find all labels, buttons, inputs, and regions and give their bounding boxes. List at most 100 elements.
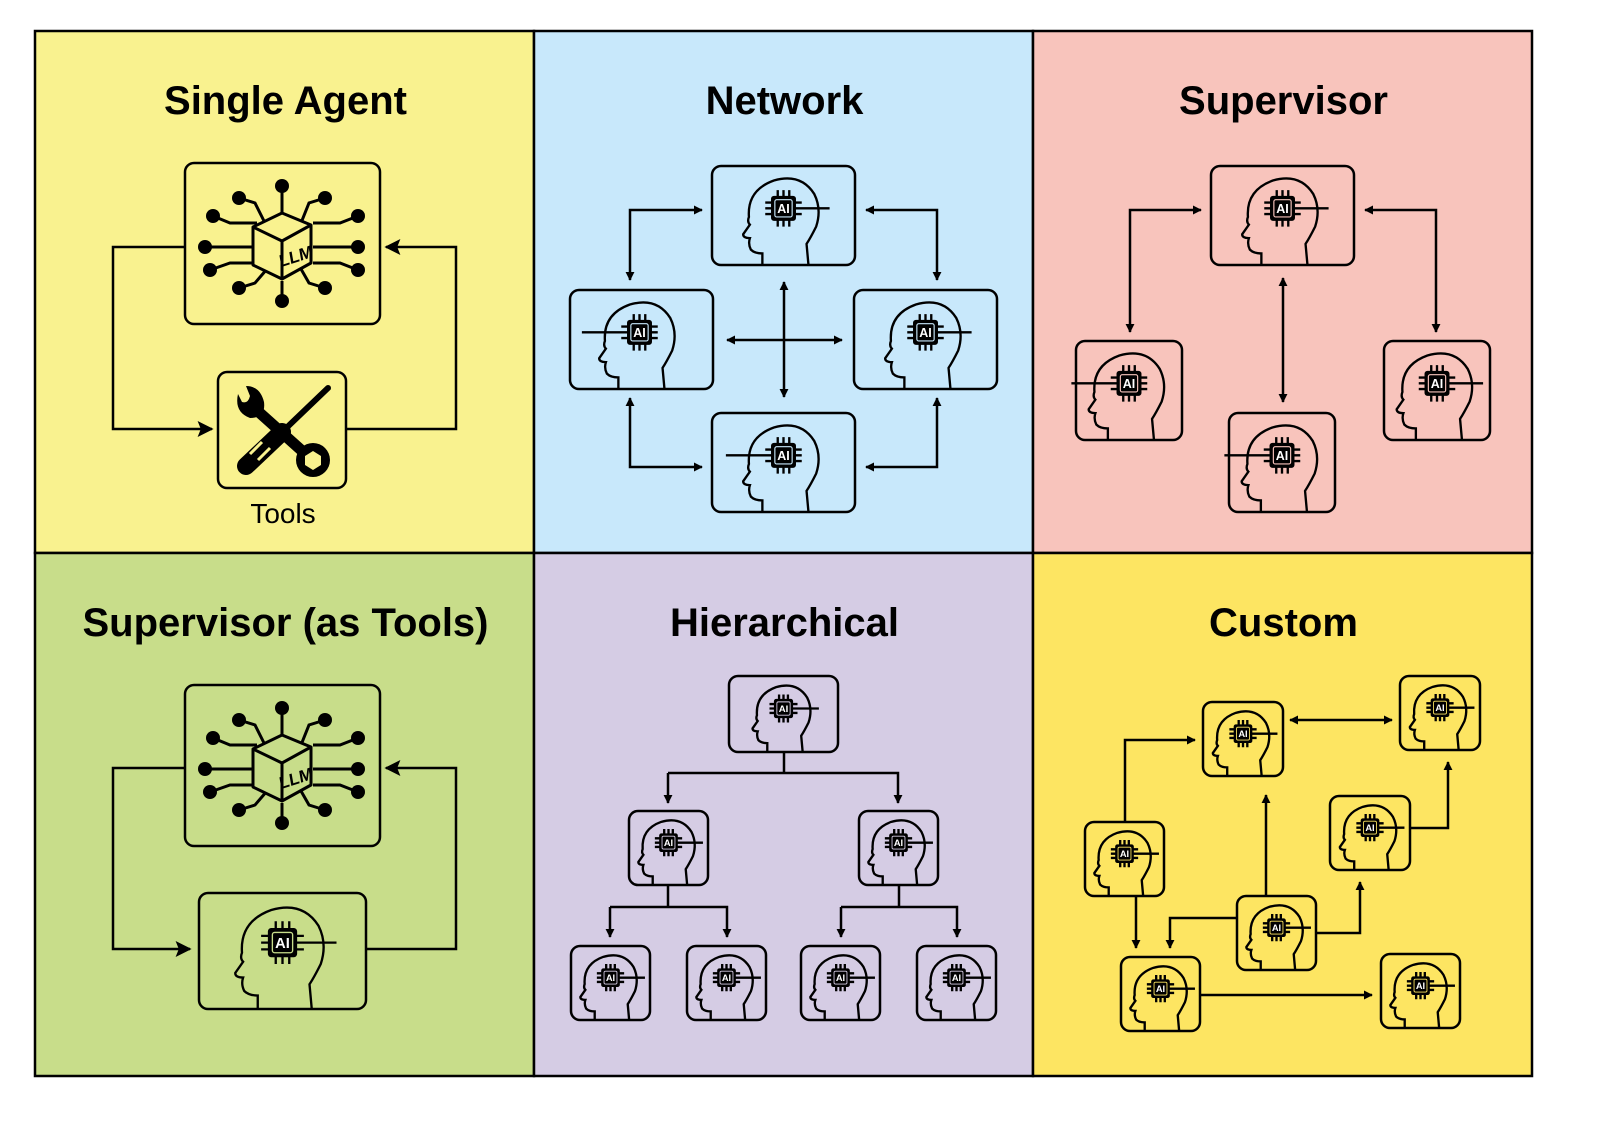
- connector-arrow: [625, 205, 703, 281]
- chip-icon: [771, 442, 796, 468]
- ai-head-icon: AI: [809, 954, 875, 1021]
- supervisor-diagram: AI AI AI AI: [1071, 164, 1492, 514]
- head-outline: [1389, 962, 1448, 1029]
- node-dot: [275, 816, 289, 830]
- node-dot: [351, 240, 365, 254]
- agent-node: AI: [799, 944, 882, 1022]
- tools-label: Tools: [250, 498, 315, 529]
- head-outline: [1240, 177, 1319, 266]
- agent-node: AI: [915, 944, 998, 1022]
- chip-icon: [1267, 918, 1286, 937]
- chip-icon: [1151, 979, 1170, 998]
- chip-pins: [581, 314, 658, 351]
- node-dot: [318, 281, 332, 295]
- ai-head-icon: AI: [1129, 965, 1195, 1032]
- node-dot: [275, 701, 289, 715]
- node-dot: [318, 713, 332, 727]
- agent-node: AI: [1209, 164, 1356, 267]
- node-dot: [206, 209, 220, 223]
- connector-arrow: [1123, 735, 1196, 822]
- chip-label: AI: [1120, 849, 1129, 859]
- chip-pins: [1110, 840, 1159, 868]
- chip-pins: [1071, 365, 1148, 402]
- chip-label: AI: [1156, 984, 1165, 994]
- panel-title: Single Agent: [164, 79, 407, 123]
- chip-label: AI: [275, 936, 290, 952]
- node-dot: [232, 281, 246, 295]
- chip-label: AI: [777, 202, 789, 216]
- head-outline: [1395, 352, 1474, 441]
- ai-head-icon: AI: [1408, 684, 1475, 751]
- connector-arrow: [610, 905, 732, 938]
- panel-title: Network: [706, 79, 865, 123]
- ai-head-icon: AI: [581, 301, 676, 390]
- chip-label: AI: [633, 326, 645, 340]
- chip-pins: [1418, 365, 1484, 402]
- head-outline: [1093, 830, 1152, 897]
- connector-arrow: [346, 239, 458, 431]
- ai-head-icon: AI: [1071, 352, 1166, 441]
- agent-node: AI: [569, 944, 652, 1022]
- chip-icon: [267, 927, 298, 958]
- agent-node: AI: [568, 288, 715, 391]
- node-dot: [318, 191, 332, 205]
- chip-label: AI: [952, 973, 961, 983]
- chip-icon: [1270, 195, 1295, 221]
- ai-head-icon: AI: [1224, 424, 1319, 513]
- chip-pins: [826, 964, 875, 992]
- chip-label: AI: [606, 973, 615, 983]
- ai-head-icon: AI: [925, 954, 991, 1021]
- agent-node: AI: [1071, 339, 1184, 442]
- agent-node: AI: [627, 809, 710, 887]
- chip-icon: [627, 319, 652, 345]
- node-dot: [351, 209, 365, 223]
- panel-title: Supervisor (as Tools): [82, 601, 488, 645]
- head-outline: [809, 954, 868, 1021]
- chip-pins: [261, 921, 337, 964]
- chip-icon: [659, 833, 678, 852]
- llm-node: LLM: [183, 683, 382, 848]
- connector-arrow: [1364, 205, 1441, 333]
- head-outline: [741, 177, 820, 266]
- chip-label: AI: [722, 973, 731, 983]
- chip-label: AI: [836, 973, 845, 983]
- head-outline: [637, 819, 696, 886]
- chip-label: AI: [1276, 449, 1288, 463]
- ai-head-icon: AI: [637, 819, 703, 886]
- ai-head-icon: AI: [867, 819, 933, 886]
- head-outline: [1129, 965, 1188, 1032]
- ai-head-icon: AI: [1240, 177, 1329, 266]
- agent-node: AI: [1398, 674, 1482, 752]
- chip-pins: [1426, 694, 1475, 722]
- hierarchical-diagram: AI AI AI AI AI AI AI: [569, 674, 998, 1022]
- ai-head-icon: AI: [695, 954, 761, 1021]
- head-outline: [1338, 804, 1398, 871]
- ai-head-icon: AI: [751, 684, 819, 753]
- chip-icon: [913, 319, 938, 345]
- chip-label: AI: [1431, 377, 1443, 391]
- connector-arrow: [668, 771, 903, 804]
- node-dot: [203, 785, 217, 799]
- chip-icon: [773, 698, 794, 719]
- ai-head-icon: AI: [725, 424, 820, 513]
- node-dot: [351, 263, 365, 277]
- connector-arrow: [111, 245, 214, 437]
- ai-head-icon: AI: [1093, 830, 1159, 897]
- node-dot: [198, 762, 212, 776]
- agent-node: AI: [857, 809, 940, 887]
- connector-arrow: [1125, 205, 1202, 333]
- node-dot: [232, 191, 246, 205]
- chip-label: AI: [1272, 923, 1281, 933]
- ai-head-icon: AI: [1245, 904, 1311, 971]
- chip-pins: [1356, 814, 1405, 842]
- head-outline: [1087, 352, 1166, 441]
- node-dot: [232, 713, 246, 727]
- chip-icon: [1411, 976, 1430, 995]
- head-outline: [751, 684, 812, 753]
- connector-arrow: [625, 397, 703, 472]
- connector-arrow: [841, 905, 962, 938]
- chip-icon: [1424, 370, 1450, 396]
- chip-icon: [717, 968, 736, 987]
- ai-head-icon: AI: [579, 954, 645, 1021]
